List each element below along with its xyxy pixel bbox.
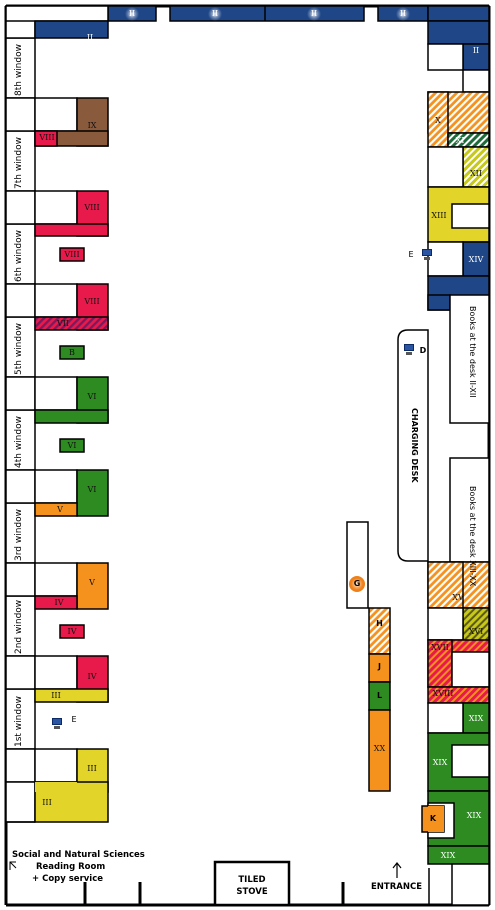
shelf-label: IV xyxy=(67,627,77,636)
shelf-label: IV xyxy=(54,598,64,607)
books-at-desk-2: Books at the desk XIII-XX xyxy=(468,486,477,587)
charging-desk-shape xyxy=(397,329,429,562)
window-label-3: 3rd window xyxy=(14,509,24,561)
right-wall-units xyxy=(427,5,490,906)
shelf-label: V xyxy=(89,578,95,587)
window-label-6: 6th window xyxy=(14,230,24,282)
shelf-label: XVIII xyxy=(432,689,454,698)
shelf-label: G xyxy=(353,579,361,588)
shelf-label: XI xyxy=(455,136,465,145)
shelf-label: VIII xyxy=(84,297,100,306)
shelf-label: IV xyxy=(87,672,97,681)
shelf-label: III xyxy=(87,764,97,773)
shelf-label: III xyxy=(42,798,52,807)
shelf-label: XIX xyxy=(468,714,484,723)
shelf-label: V xyxy=(57,505,63,514)
shelf-label: XVII xyxy=(431,643,449,652)
window-label-4: 4th window xyxy=(14,416,24,468)
corner-arrow-icon xyxy=(9,861,17,870)
shelf-label: VIII xyxy=(84,203,100,212)
shelf-label: VI xyxy=(87,392,97,401)
shelf-label: K xyxy=(429,814,437,823)
stove-label-1: TILED xyxy=(238,875,266,885)
shelf-label: II xyxy=(86,33,94,42)
computer-label-d: D xyxy=(419,346,427,355)
shelf-label: XIV xyxy=(468,255,484,264)
computer-icon xyxy=(51,718,63,729)
left-wall-units xyxy=(5,5,109,823)
top-shelves xyxy=(107,5,429,22)
window-label-2: 2nd window xyxy=(14,599,24,654)
window-label-1: 1st window xyxy=(14,696,24,747)
shelf-label: VIII xyxy=(64,250,80,259)
shelf-label: X xyxy=(435,116,441,125)
shelf-label: J xyxy=(378,662,381,671)
entrance-arrow-icon xyxy=(392,862,402,878)
entrance-label: ENTRANCE xyxy=(371,882,422,892)
window-label-5: 5th window xyxy=(14,323,24,375)
shelf-label: IX xyxy=(87,121,97,130)
books-at-desk-1: Books at the desk II-XII xyxy=(468,306,477,398)
shelf-label: VI xyxy=(87,485,97,494)
shelf-label: XIII xyxy=(431,211,447,220)
shelf-label: XV xyxy=(452,593,464,602)
shelf-label: L xyxy=(376,691,383,700)
shelf-label: III xyxy=(51,691,61,700)
shelf-label: XIX xyxy=(440,851,456,860)
shelf-label: XVI xyxy=(468,627,484,636)
window-label-7: 7th window xyxy=(14,137,24,189)
computer-icon xyxy=(421,249,433,260)
bottom-structures xyxy=(6,821,430,907)
shelf-label: VII xyxy=(56,319,70,328)
computer-label-e: E xyxy=(71,715,77,724)
charging-desk-label: CHARGING DESK xyxy=(410,408,419,483)
window-label-8: 8th window xyxy=(14,44,24,96)
shelf-label: VI xyxy=(67,441,77,450)
shelf-label: II xyxy=(128,9,136,18)
room-label-line1: Social and Natural Sciences xyxy=(12,850,145,860)
shelf-label: II xyxy=(211,9,219,18)
shelf-label: XIX xyxy=(466,811,482,820)
shelf-label: XIX xyxy=(432,758,448,767)
shelf-label: B xyxy=(69,348,75,357)
room-label-line3: + Copy service xyxy=(32,874,104,884)
shelf-label: H xyxy=(376,619,383,628)
shelf-label: II xyxy=(399,9,407,18)
stove-label-2: STOVE xyxy=(236,887,268,897)
shelf-label: XII xyxy=(469,169,482,178)
computer-icon xyxy=(403,344,415,355)
shelf-label: II xyxy=(472,46,480,55)
shelf-label: II xyxy=(310,9,318,18)
room-label-line2: Reading Room xyxy=(36,862,106,872)
computer-label-e: E xyxy=(408,250,414,259)
shelf-label: VIII xyxy=(39,133,55,142)
shelf-label: XX xyxy=(373,744,386,753)
